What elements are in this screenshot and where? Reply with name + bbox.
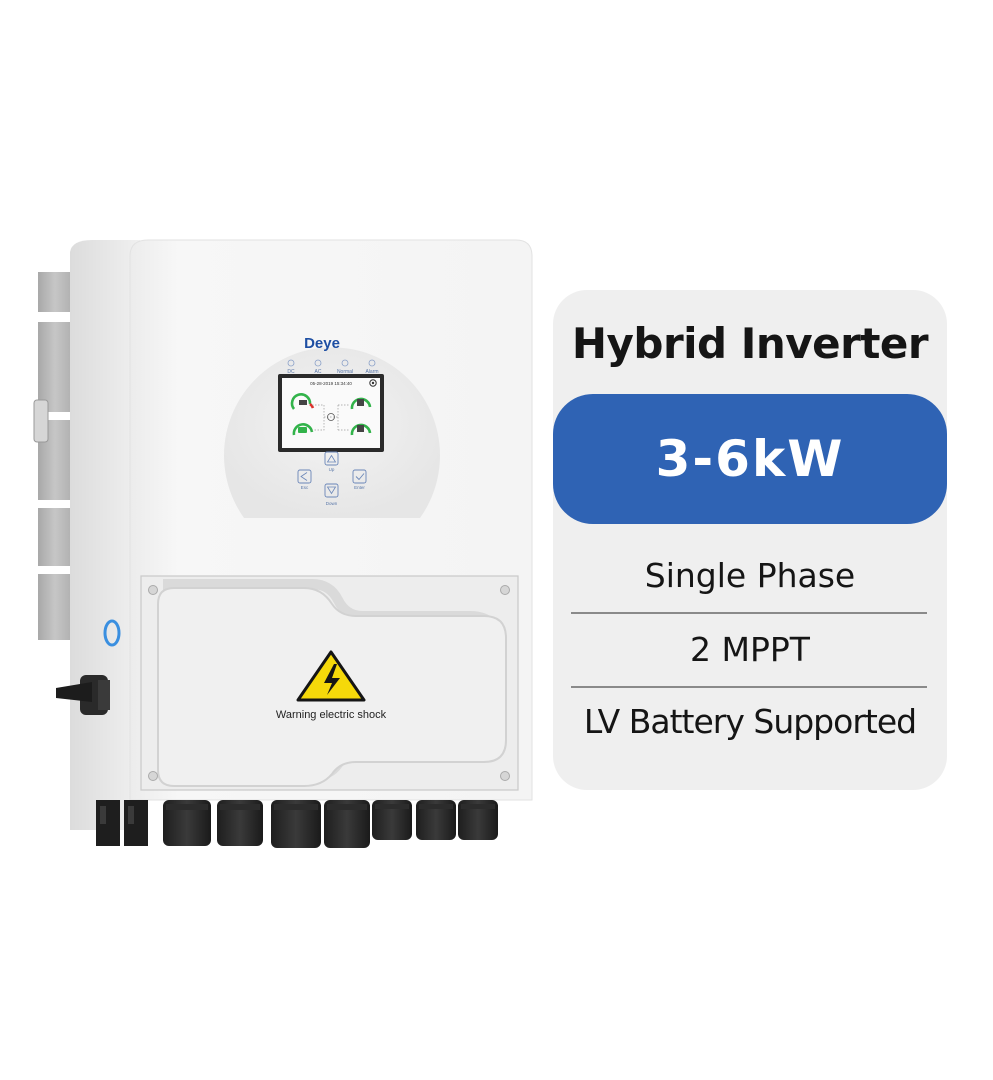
lcd-screen: 05-28-2019 15:34:40 <box>278 374 384 452</box>
dc-switch-knob[interactable] <box>56 675 110 715</box>
svg-text:Esc: Esc <box>301 485 309 490</box>
divider <box>571 686 927 688</box>
screen-datetime: 05-28-2019 15:34:40 <box>310 381 352 386</box>
warning-shock-icon <box>296 650 366 702</box>
esc-button[interactable]: Esc <box>297 469 312 490</box>
side-led-ring <box>103 619 121 647</box>
svg-text:Down: Down <box>326 501 338 506</box>
brand-logo: Deye <box>304 335 340 352</box>
wiring-cover: Warning electric shock <box>140 575 519 791</box>
arrow-up-icon <box>326 454 337 463</box>
pv-connectors <box>96 800 148 846</box>
indicator-alarm: Alarm <box>365 369 378 375</box>
heat-sink <box>33 272 72 640</box>
feature-phase: Single Phase <box>644 556 856 595</box>
inverter-product-image: Deye DC AC Normal Alarm 05-28-2019 15:34… <box>33 239 533 848</box>
indicator-dc: DC <box>287 369 295 375</box>
indicator-ac: AC <box>315 369 322 375</box>
product-title: Hybrid Inverter <box>571 319 929 368</box>
spec-card: Hybrid Inverter 3-6kW Single Phase 2 MPP… <box>553 290 947 790</box>
cable-glands <box>163 800 498 848</box>
svg-text:Up: Up <box>329 467 335 472</box>
checkmark-icon <box>355 473 365 481</box>
power-rating: 3-6kW <box>655 430 845 488</box>
enter-button[interactable]: Enter <box>352 469 367 490</box>
up-button[interactable]: Up <box>324 451 339 472</box>
feature-battery: LV Battery Supported <box>583 702 917 741</box>
power-badge: 3-6kW <box>553 394 947 524</box>
divider <box>571 612 927 614</box>
svg-text:Enter: Enter <box>354 485 365 490</box>
display-panel: Deye DC AC Normal Alarm 05-28-2019 15:34… <box>224 335 440 518</box>
arrow-left-icon <box>300 472 308 481</box>
indicator-normal: Normal <box>337 369 353 375</box>
down-button[interactable]: Down <box>324 483 339 506</box>
feature-mppt: 2 MPPT <box>690 630 810 669</box>
arrow-down-icon <box>326 486 337 495</box>
warning-label: Warning electric shock <box>276 709 387 721</box>
